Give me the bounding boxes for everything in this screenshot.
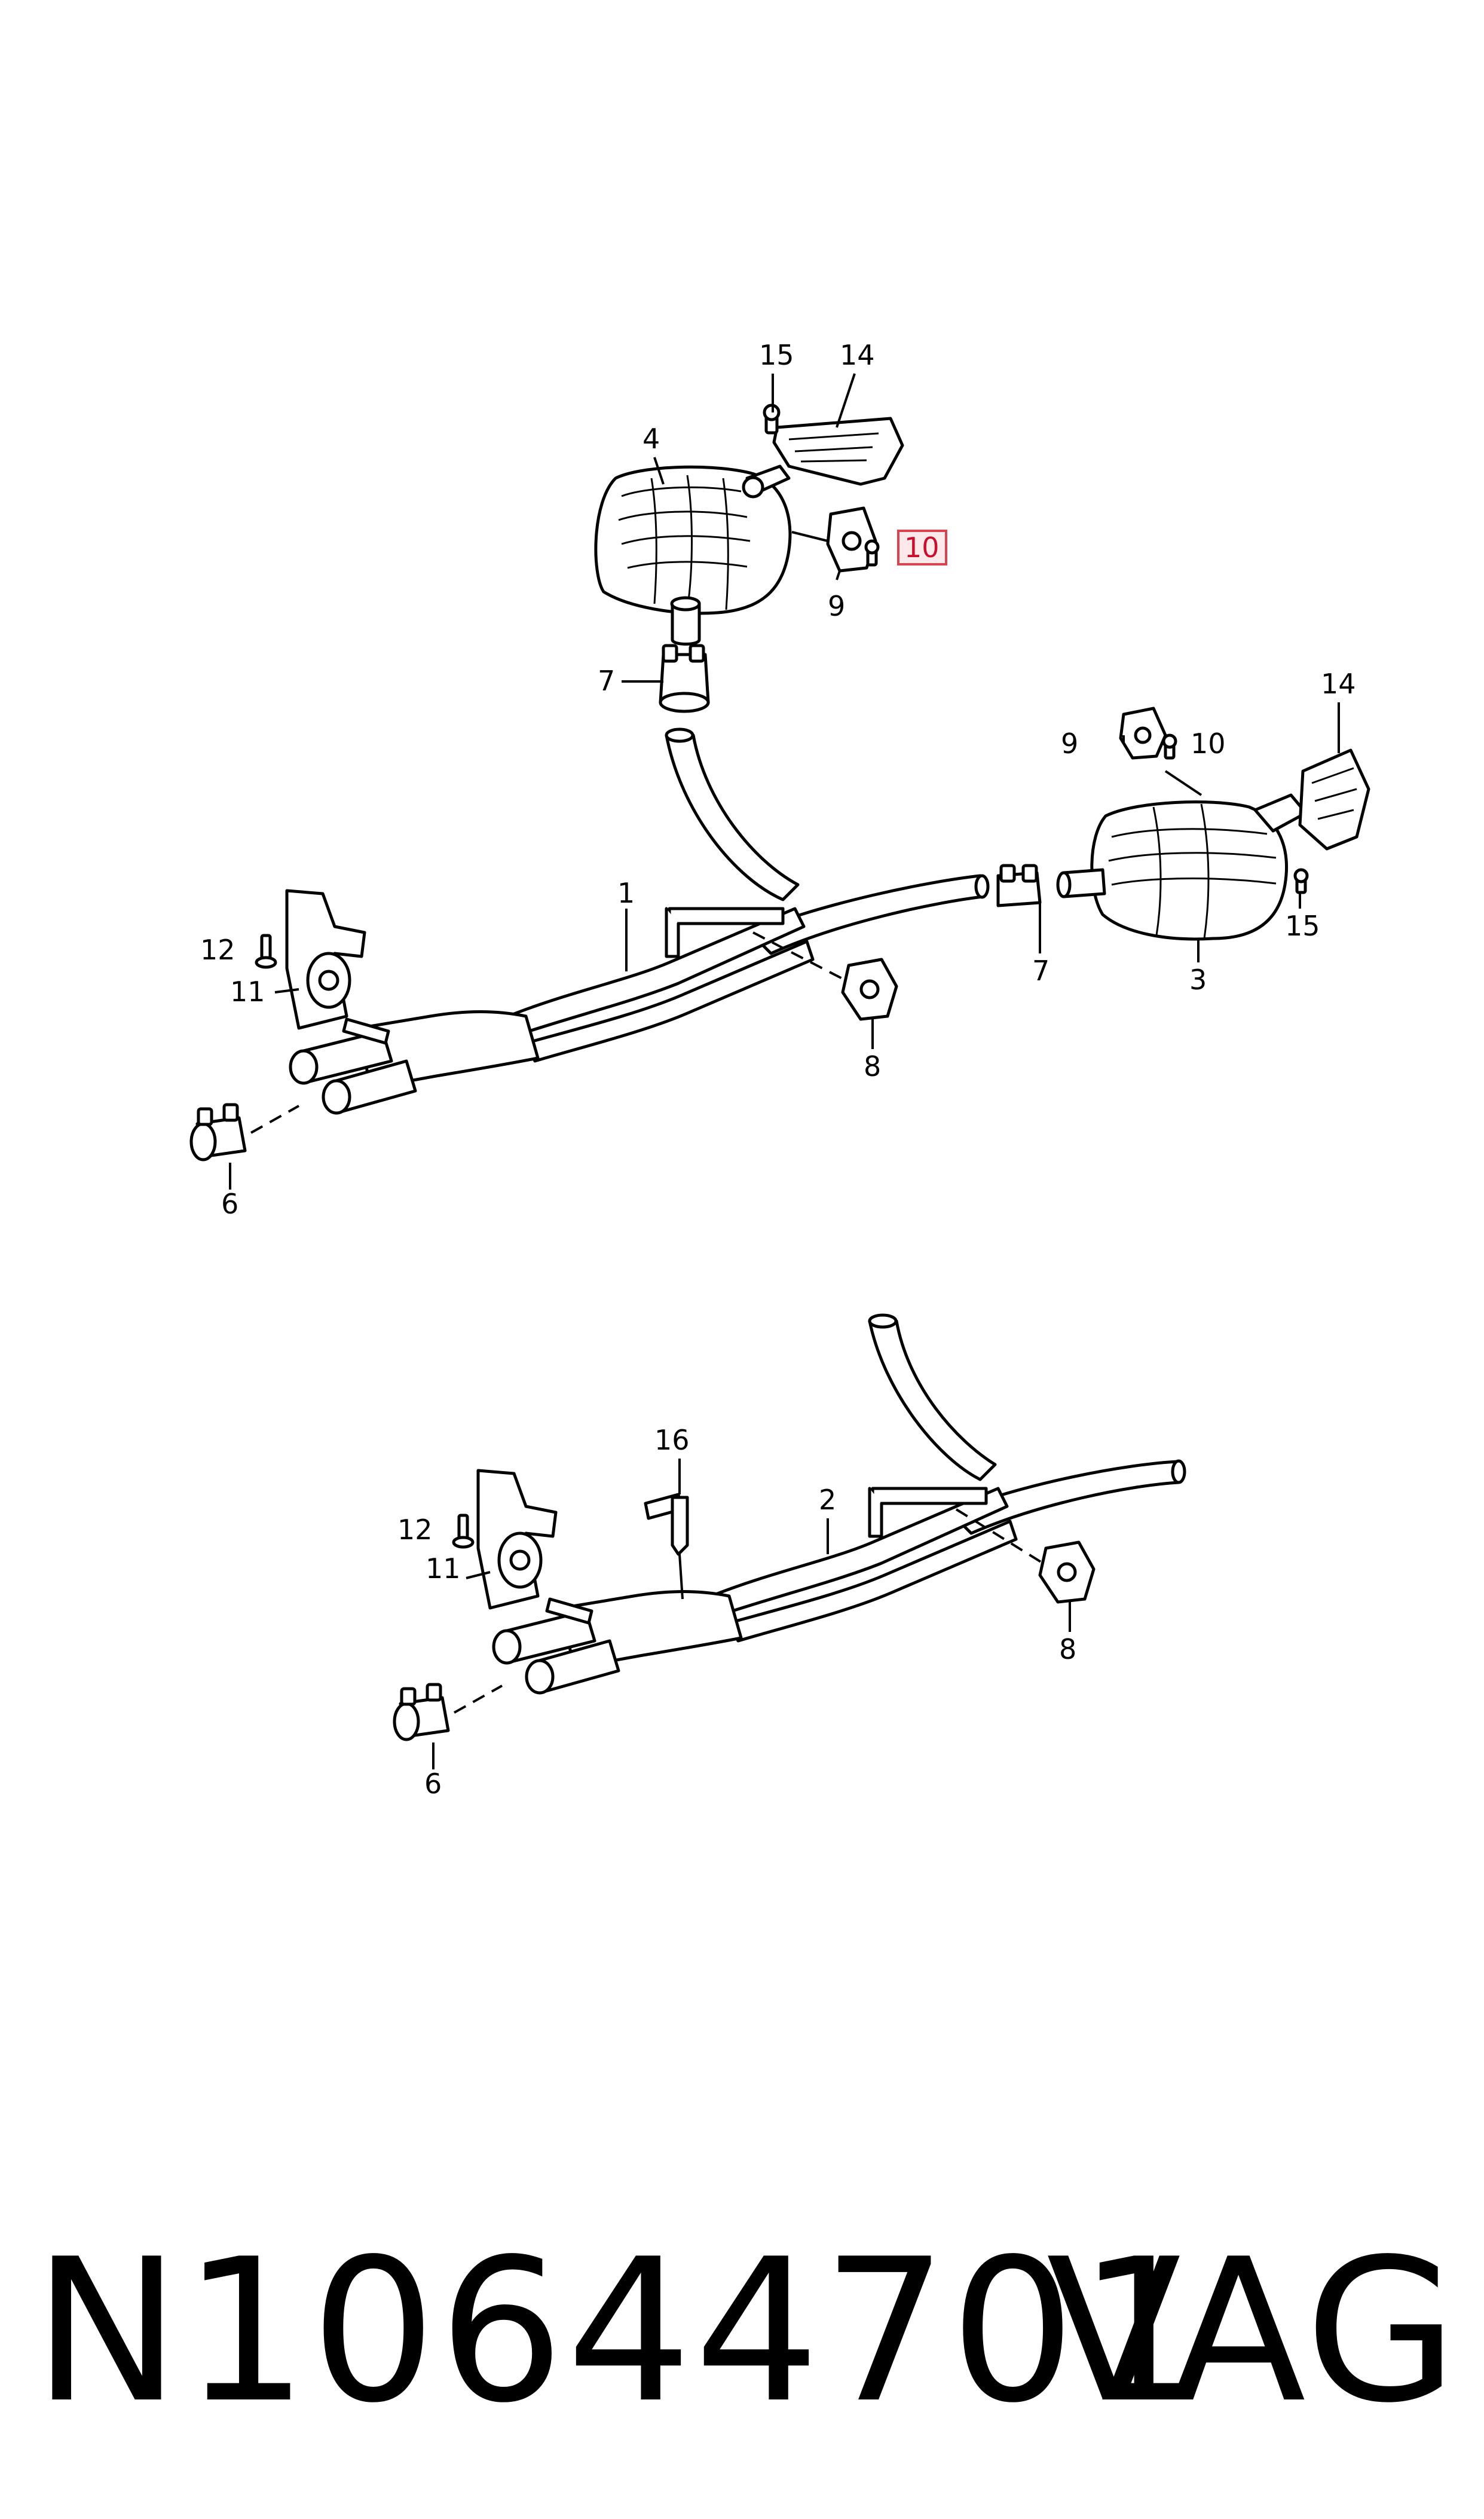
- bolt-10-top: [864, 539, 880, 567]
- rubber-hanger-8-top: [841, 958, 898, 1021]
- callout-11-top: 11: [230, 976, 265, 1008]
- callout-6-top: 6: [221, 1188, 238, 1220]
- clamp-7-top: [659, 644, 710, 713]
- lower-assembly: [393, 1313, 1186, 1769]
- upper-assembly: [189, 373, 1370, 1190]
- rubber-hanger-9-right: [1119, 707, 1203, 796]
- callout-6-bottom: 6: [424, 1768, 442, 1800]
- clamp-6-bottom: [393, 1683, 450, 1741]
- rear-silencer-left: [594, 464, 792, 646]
- bracket-11-bottom: [476, 1469, 558, 1610]
- callout-16: 16: [654, 1424, 690, 1456]
- callout-2: 2: [819, 1484, 836, 1516]
- callout-labels: 15 14 4 10 9 7 14 9 10 1 12 15 11 7 3 8 …: [200, 339, 1356, 1800]
- callout-10-right: 10: [1191, 727, 1226, 760]
- callout-1: 1: [617, 877, 635, 909]
- callout-9-right: 9: [1061, 727, 1078, 760]
- callout-12-bottom: 12: [397, 1514, 433, 1546]
- callout-11-bottom: 11: [426, 1552, 461, 1585]
- callout-7-right: 7: [1032, 955, 1049, 987]
- clamp-7-right: [996, 864, 1042, 907]
- callout-4: 4: [642, 423, 660, 455]
- callout-8-top: 8: [864, 1050, 881, 1083]
- callout-10-highlight: [897, 530, 947, 565]
- heat-shield-right: [1298, 748, 1370, 851]
- bolt-12-top: [255, 934, 277, 969]
- callout-14-right: 14: [1321, 668, 1356, 700]
- callout-12-top: 12: [200, 934, 235, 966]
- callout-15-top: 15: [759, 339, 794, 371]
- callout-10-top: 10: [904, 531, 940, 564]
- bracket-11-top: [285, 889, 366, 1030]
- rear-silencer-right: [1056, 793, 1308, 941]
- callout-14-top: 14: [840, 339, 875, 371]
- callout-9-top: 9: [828, 590, 845, 622]
- rubber-hanger-8-bottom: [1038, 1540, 1096, 1604]
- bolt-12-bottom: [452, 1514, 475, 1549]
- callout-15-right: 15: [1285, 910, 1320, 942]
- bolt-10-right: [1162, 733, 1177, 760]
- front-pipe-1: [289, 727, 990, 1115]
- rubber-hanger-9-top: [791, 506, 877, 573]
- plug-16: [644, 1459, 689, 1600]
- heat-shield-top: [772, 417, 904, 486]
- front-pipe-2: [492, 1313, 1186, 1695]
- brand-name: VAG: [1046, 2217, 1460, 2446]
- part-number: N10644701: [33, 2217, 1206, 2446]
- callout-8-bottom: 8: [1059, 1633, 1076, 1665]
- callout-7-top: 7: [598, 665, 615, 697]
- clamp-6-top: [189, 1103, 247, 1161]
- exhaust-system-diagram: 15 14 4 10 9 7 14 9 10 1 12 15 11 7 3 8 …: [189, 339, 1370, 1800]
- bolt-15-right: [1293, 868, 1309, 894]
- callout-3: 3: [1189, 964, 1207, 996]
